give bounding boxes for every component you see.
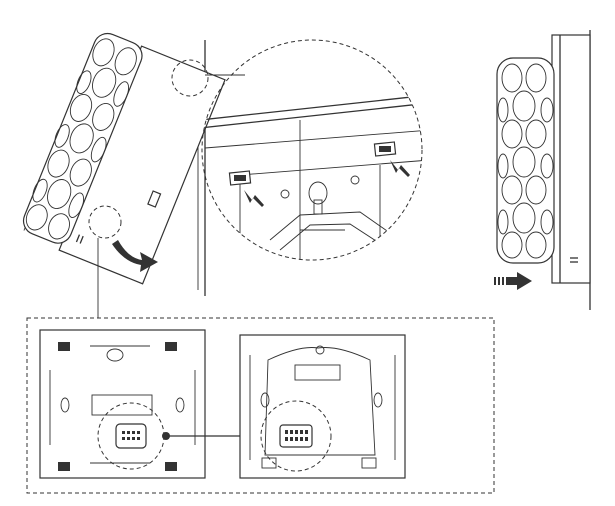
base-plate xyxy=(239,334,406,479)
detail-marker-top xyxy=(171,59,209,97)
detail-box xyxy=(26,317,495,494)
detail-marker-bottom xyxy=(88,205,122,239)
back-plate xyxy=(39,329,206,479)
side-view-panel xyxy=(496,30,591,310)
tilted-panel xyxy=(22,32,226,285)
rotate-arrow-icon xyxy=(112,240,158,272)
magnified-detail xyxy=(201,39,423,261)
panel-pattern xyxy=(25,38,137,240)
push-arrow-icon xyxy=(494,272,532,290)
